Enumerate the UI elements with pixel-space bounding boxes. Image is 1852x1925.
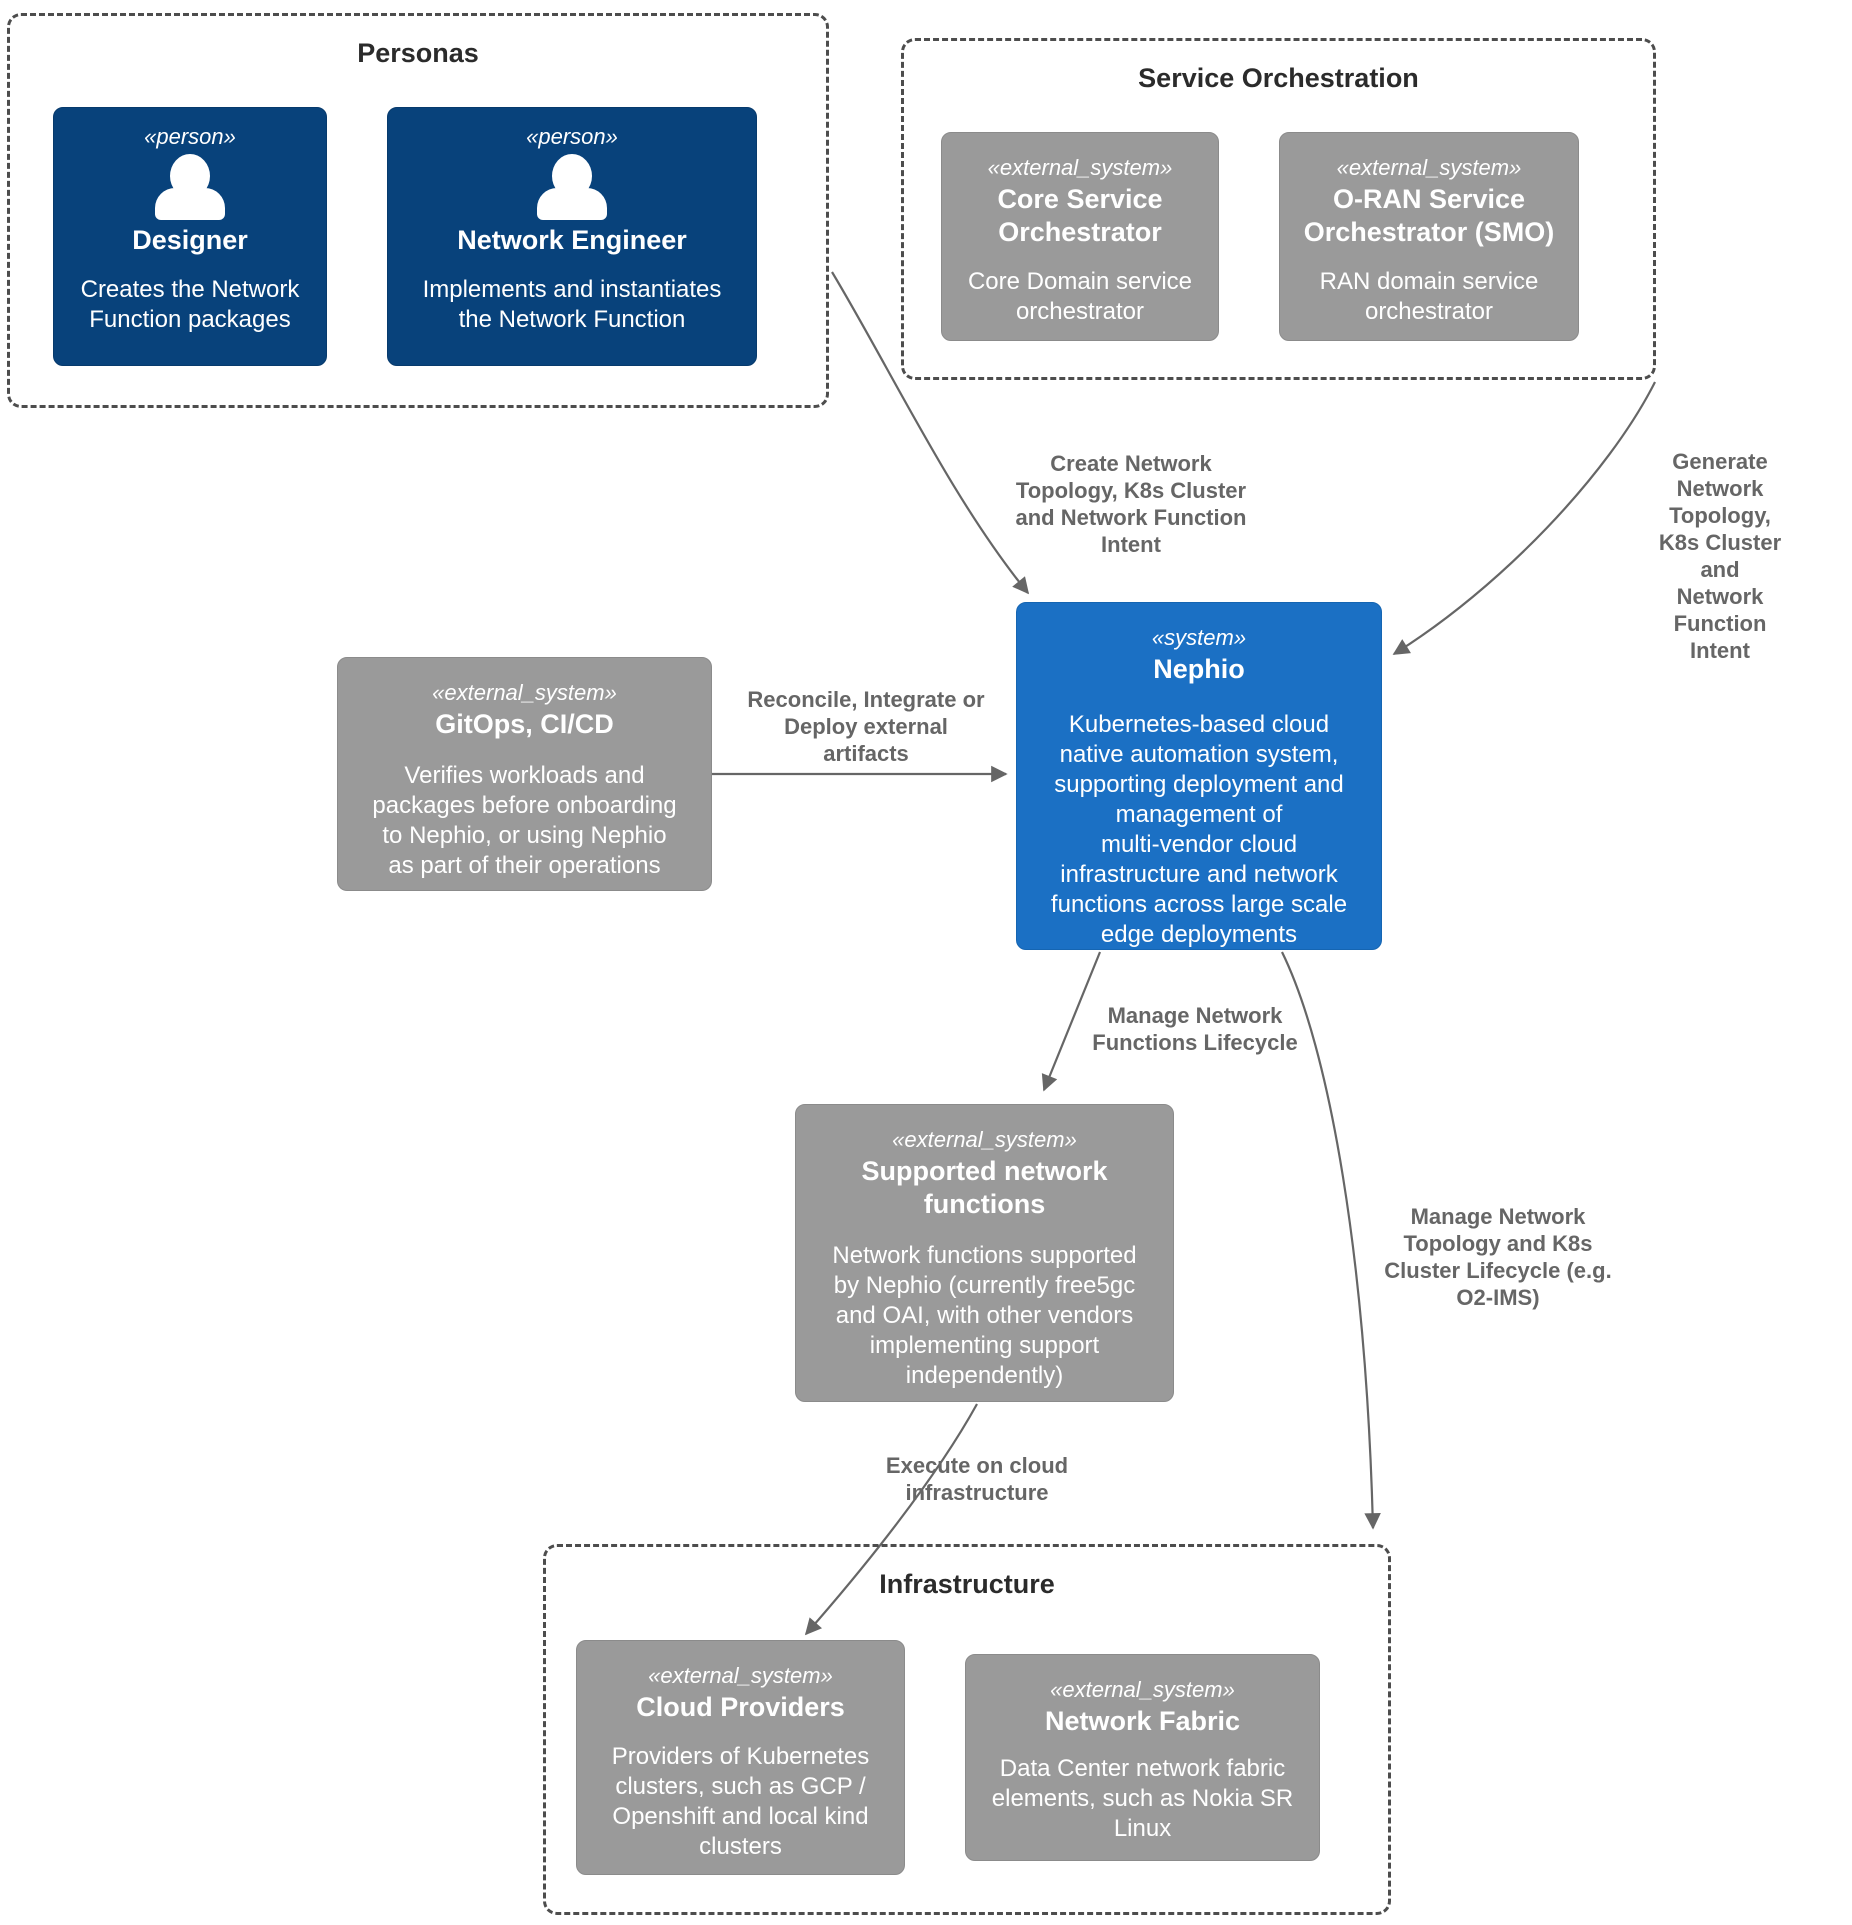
edge-label-create-intent: Create Network Topology, K8s Cluster and…: [1015, 451, 1247, 557]
designer-stereotype: «person»: [144, 124, 236, 149]
edge-label-manage-nf-lifecycle: Manage Network Functions Lifecycle: [1092, 1003, 1298, 1055]
oran-so-name: O-RAN Service Orchestrator (SMO): [1303, 184, 1555, 247]
core-so-name: Core Service Orchestrator: [997, 184, 1163, 247]
node-network-fabric: «external_system» Network Fabric Data Ce…: [965, 1654, 1320, 1861]
snf-name: Supported network functions: [861, 1156, 1108, 1219]
node-oran-service-orchestrator: «external_system» O-RAN Service Orchestr…: [1279, 132, 1579, 341]
network-engineer-stereotype: «person»: [526, 124, 618, 149]
nephio-name: Nephio: [1153, 654, 1245, 684]
nephio-description: Kubernetes-based cloud native automation…: [1050, 711, 1348, 948]
edge-label-manage-topology: Manage Network Topology and K8s Cluster …: [1384, 1204, 1612, 1310]
network-fabric-stereotype: «external_system»: [1050, 1677, 1235, 1702]
edge-label-reconcile: Reconcile, Integrate or Deploy external …: [747, 687, 985, 766]
person-icon: [152, 154, 228, 220]
snf-description: Network functions supported by Nephio (c…: [832, 1242, 1137, 1389]
edge-label-generate-intent: Generate Network Topology, K8s Cluster a…: [1658, 449, 1782, 663]
node-network-engineer: «person» Network Engineer Implements and…: [387, 107, 757, 366]
cloud-providers-description: Providers of Kubernetes clusters, such a…: [611, 1743, 870, 1860]
person-icon: [534, 154, 610, 220]
oran-so-description: RAN domain service orchestrator: [1319, 268, 1539, 325]
designer-name: Designer: [132, 225, 248, 255]
designer-description: Creates the Network Function packages: [80, 276, 300, 333]
network-fabric-description: Data Center network fabric elements, suc…: [991, 1755, 1294, 1842]
network-engineer-name: Network Engineer: [457, 225, 687, 255]
node-gitops: «external_system» GitOps, CI/CD Verifies…: [337, 657, 712, 891]
gitops-name: GitOps, CI/CD: [435, 709, 614, 739]
cloud-providers-name: Cloud Providers: [636, 1692, 845, 1722]
cloud-providers-stereotype: «external_system»: [648, 1663, 833, 1688]
group-infrastructure-title: Infrastructure: [879, 1569, 1055, 1599]
nephio-stereotype: «system»: [1151, 625, 1247, 650]
group-personas: Personas: [7, 13, 829, 408]
network-engineer-description: Implements and instantiates the Network …: [422, 276, 722, 333]
oran-so-stereotype: «external_system»: [1336, 155, 1522, 180]
gitops-description: Verifies workloads and packages before o…: [372, 762, 677, 879]
group-infrastructure: Infrastructure: [543, 1544, 1391, 1915]
group-service-orchestration-title: Service Orchestration: [1138, 63, 1419, 93]
edge-label-execute-on-cloud: Execute on cloud infrastructure: [885, 1453, 1069, 1505]
snf-stereotype: «external_system»: [892, 1127, 1077, 1152]
node-core-service-orchestrator: «external_system» Core Service Orchestra…: [941, 132, 1219, 341]
node-cloud-providers: «external_system» Cloud Providers Provid…: [576, 1640, 905, 1875]
edge-generate-intent: [1392, 381, 1656, 655]
group-personas-title: Personas: [357, 38, 479, 68]
node-designer: «person» Designer Creates the Network Fu…: [53, 107, 327, 366]
node-nephio: «system» Nephio Kubernetes-based cloud n…: [1016, 602, 1382, 950]
group-service-orchestration: Service Orchestration: [901, 38, 1656, 380]
gitops-stereotype: «external_system»: [432, 680, 617, 705]
core-so-description: Core Domain service orchestrator: [967, 268, 1193, 325]
node-supported-network-functions: «external_system» Supported network func…: [795, 1104, 1174, 1402]
network-fabric-name: Network Fabric: [1044, 1706, 1241, 1736]
core-so-stereotype: «external_system»: [987, 155, 1173, 180]
